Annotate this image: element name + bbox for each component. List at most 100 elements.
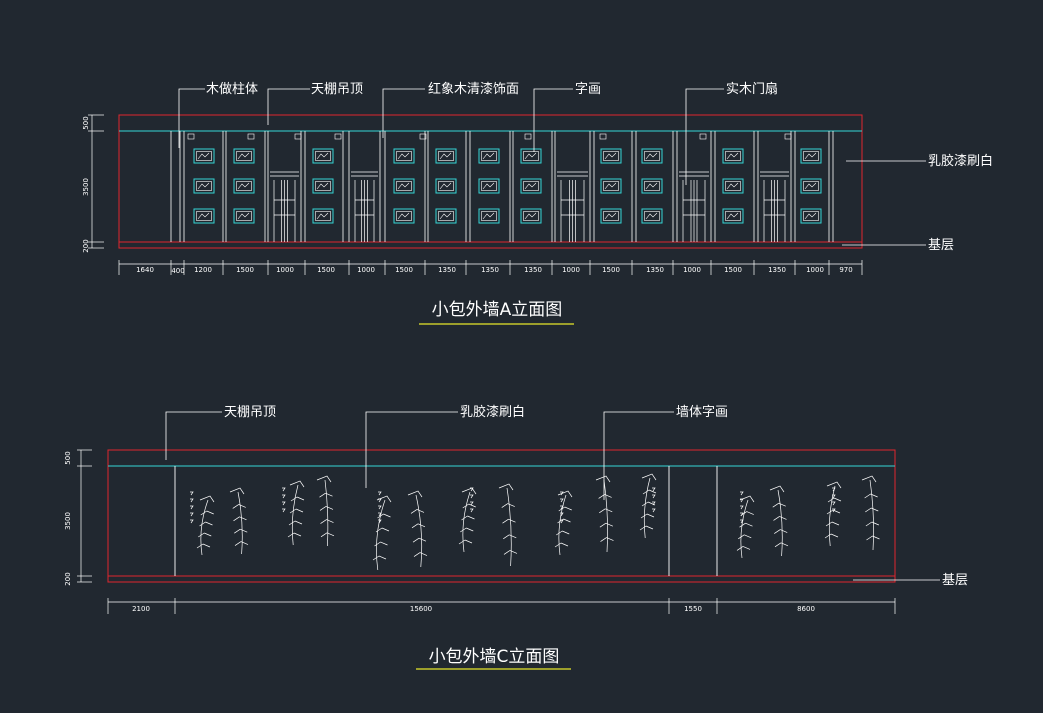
calligraphy-stroke <box>397 212 410 220</box>
bamboo-tip <box>595 475 611 483</box>
calligraphy-panel-inner <box>236 151 252 161</box>
dimension-label: 970 <box>839 266 852 274</box>
calligraphy-panel <box>800 178 822 194</box>
calligraphy-panel <box>393 148 415 164</box>
bamboo-leaf <box>320 519 334 524</box>
bamboo-leaf <box>774 542 789 548</box>
bamboo-leaf <box>740 511 754 516</box>
elevation-a-structure <box>170 131 834 242</box>
calligraphy-panel <box>478 208 500 224</box>
script-glyph <box>282 494 286 499</box>
bamboo-leaf <box>320 532 335 538</box>
label-veneer: 红象木清漆饰面 <box>428 81 519 97</box>
script-glyph <box>652 487 656 492</box>
bamboo-leaf <box>413 552 428 557</box>
bamboo-stroke-group <box>554 490 573 556</box>
bamboo-stroke-group <box>458 487 477 553</box>
bamboo-stem <box>869 479 874 551</box>
bamboo-leaf <box>290 496 305 502</box>
bamboo-tip <box>407 490 423 498</box>
calligraphy-panel-inner <box>196 211 212 221</box>
calligraphy-stroke <box>397 182 410 190</box>
calligraphy-panel-inner <box>725 211 741 221</box>
label-base-c: 基层 <box>942 573 968 588</box>
bamboo-leaf <box>502 518 516 524</box>
calligraphy-panel-inner <box>438 211 454 221</box>
bamboo-leaf <box>198 532 212 538</box>
script-glyph <box>470 508 474 513</box>
calligraphy-stroke <box>482 152 495 160</box>
calligraphy-panel-inner <box>236 181 252 191</box>
dimension-label: 1200 <box>194 266 212 274</box>
dimension-label: 1350 <box>481 266 499 274</box>
calligraphy-panel-inner <box>603 211 619 221</box>
calligraphy-panel <box>193 208 215 224</box>
dimension-label: 1000 <box>562 266 580 274</box>
bamboo-stem <box>376 499 386 571</box>
bamboo-leaf <box>642 489 657 495</box>
ceiling-detail <box>699 133 707 140</box>
calligraphy-panel-inner <box>803 151 819 161</box>
bamboo-stem <box>643 477 651 539</box>
bamboo-stroke-group <box>736 495 755 559</box>
label-wood-column: 木做柱体 <box>206 82 258 97</box>
script-glyph <box>190 491 194 496</box>
vdim-c-top: 500 <box>64 451 72 464</box>
script-glyph <box>282 508 286 513</box>
dimension-label: 1350 <box>524 266 542 274</box>
script-glyph <box>652 494 656 499</box>
calligraphy-panel-inner <box>481 211 497 221</box>
elevation-a-vertical-dimension <box>88 114 104 249</box>
bamboo-stroke-group <box>639 473 657 539</box>
calligraphy-panel <box>600 178 622 194</box>
calligraphy-stroke <box>439 182 452 190</box>
calligraphy-panel <box>800 208 822 224</box>
calligraphy-stroke <box>524 152 537 160</box>
script-glyph <box>190 498 194 503</box>
bamboo-leaf <box>501 503 515 508</box>
calligraphy-panel-inner <box>236 211 252 221</box>
calligraphy-panel-inner <box>438 151 454 161</box>
dimension-label: 1500 <box>317 266 335 274</box>
dimension-label: 1000 <box>806 266 824 274</box>
elevation-c-frame <box>107 449 896 583</box>
script-glyph <box>190 512 194 517</box>
ceiling-detail <box>247 133 255 140</box>
bamboo-leaf <box>557 518 571 524</box>
calligraphy-panel-inner <box>396 181 412 191</box>
bamboo-leaf <box>826 509 841 515</box>
elevation-a-frame <box>118 114 863 249</box>
ceiling-detail <box>419 133 427 140</box>
bamboo-leaf <box>774 529 788 534</box>
script-glyph <box>470 494 474 499</box>
calligraphy-stroke <box>397 152 410 160</box>
calligraphy-stroke <box>604 212 617 220</box>
elevation-c-leaders <box>165 411 940 581</box>
bamboo-leaf <box>461 515 475 521</box>
elevation-a-door-leaves <box>270 171 789 242</box>
calligraphy-panel <box>600 148 622 164</box>
calligraphy-panel <box>641 208 663 224</box>
bamboo-stroke-group <box>372 495 392 571</box>
calligraphy-script <box>470 487 474 513</box>
elevation-c-dimension-ticks <box>107 598 896 614</box>
calligraphy-stroke <box>482 182 495 190</box>
calligraphy-stroke <box>197 152 210 160</box>
calligraphy-stroke <box>316 182 329 190</box>
script-glyph <box>470 501 474 506</box>
bamboo-stroke-group <box>287 480 305 546</box>
bamboo-tip <box>376 495 392 503</box>
calligraphy-stroke <box>237 182 250 190</box>
bamboo-stroke-group <box>498 483 518 567</box>
calligraphy-panel <box>312 178 334 194</box>
script-glyph <box>740 491 744 496</box>
dimension-label: 1350 <box>646 266 664 274</box>
bamboo-stroke-group <box>316 475 335 547</box>
bamboo-leaf <box>825 521 840 527</box>
bamboo-tip <box>641 473 657 481</box>
bamboo-leaf <box>232 504 246 509</box>
calligraphy-panel-inner <box>644 151 660 161</box>
calligraphy-panel-inner <box>803 211 819 221</box>
dimension-label: 1500 <box>602 266 620 274</box>
